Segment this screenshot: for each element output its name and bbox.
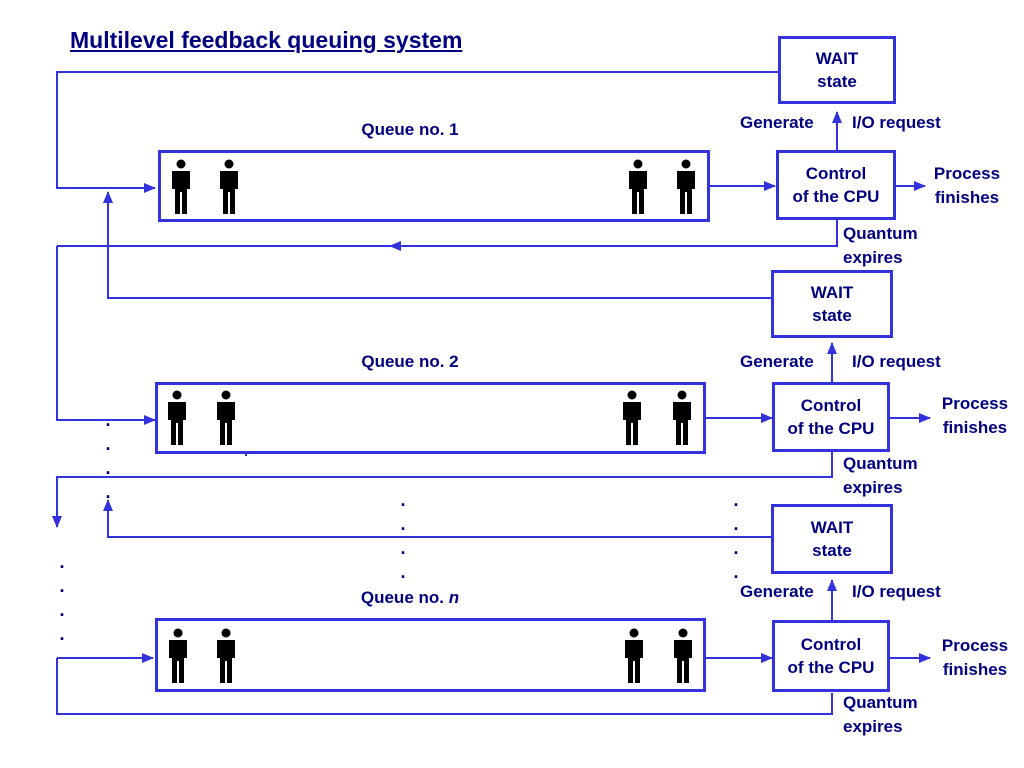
queue-1 [158,150,710,222]
level2-feed-line [56,246,156,425]
cpu1-quantum-line [389,220,838,251]
generate-label-2: Generate [740,352,814,371]
vertical-ellipsis-left-feed: .... [105,410,111,502]
queue-n [155,618,706,692]
queue-2 [155,382,706,454]
queue-label-2: Queue no. 2 [361,352,459,371]
wait-state-1: WAIT state [778,36,896,104]
cpu-control-2: Control of the CPU [772,382,890,452]
queue-label-n: Queue no. n [360,588,460,607]
wait2-return-line [103,191,771,299]
vertical-ellipsis-right: .... [733,490,739,582]
wait-state-n: WAIT state [771,504,893,574]
cpu-control-n: Control of the CPU [772,620,890,692]
process-finishes-2: Process finishes [941,394,1009,437]
generate-label-1: Generate [740,113,814,132]
vertical-ellipsis-left-outer: .... [59,552,65,644]
vertical-ellipsis-middle: .... [400,490,406,582]
cpun-quantum-line [56,658,833,715]
quantum-expires-1: Quantum expires [843,224,918,267]
cpu2-quantum-line [52,452,833,528]
waitn-return-line [103,499,771,538]
process-finishes-n: Process finishes [941,636,1009,679]
cpu-control-1: Control of the CPU [776,150,896,220]
quantum-expires-n: Quantum expires [843,693,918,736]
generate-label-n: Generate [740,582,814,601]
queue-label-1: Queue no. 1 [361,120,459,139]
quantum-expires-2: Quantum expires [843,454,918,497]
io-request-label-n: I/O request [852,582,941,601]
diagram-title: Multilevel feedback queuing system [70,27,463,53]
wait1-return-line [56,71,778,193]
io-request-label-2: I/O request [852,352,941,371]
io-request-label-1: I/O request [852,113,941,132]
process-finishes-1: Process finishes [933,164,1001,207]
wait-state-2: WAIT state [771,270,893,338]
